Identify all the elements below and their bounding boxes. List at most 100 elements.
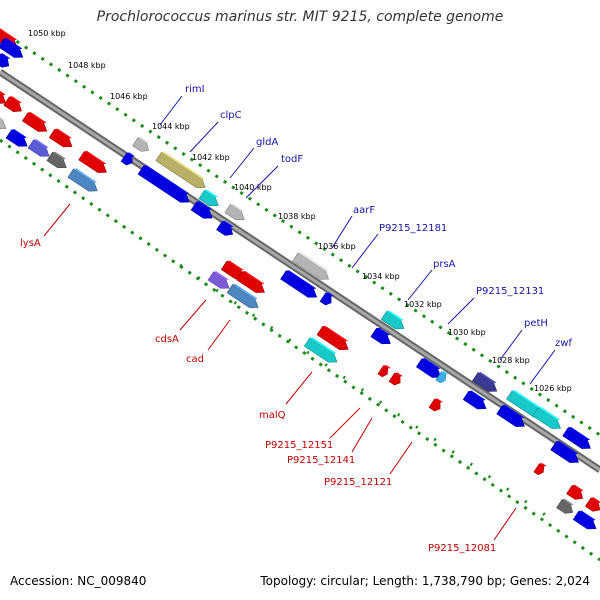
gene-block-blue[interactable] — [216, 220, 237, 239]
gene-block-cyan[interactable] — [380, 310, 408, 333]
gene-block-blue[interactable] — [462, 390, 490, 413]
gene-block-olive-top — [161, 151, 206, 180]
gene-block-red[interactable] — [78, 150, 111, 177]
gene-block-blue[interactable] — [5, 128, 31, 150]
gene-label-reverse[interactable]: malQ — [259, 410, 286, 421]
gene-block-lightblue[interactable] — [435, 370, 449, 384]
gene-block-blue[interactable] — [120, 151, 136, 167]
gene-block-cyan-top — [538, 406, 561, 421]
gene-block-gray[interactable] — [0, 110, 10, 133]
gene-block-red[interactable] — [316, 325, 352, 354]
gene-block-blue-top — [578, 510, 596, 521]
gene-label-reverse[interactable]: lysA — [20, 238, 41, 249]
gene-label-forward[interactable]: clpC — [220, 110, 242, 121]
gene-label-forward[interactable]: P9215_12131 — [476, 286, 544, 297]
gene-block-blue[interactable] — [319, 291, 335, 307]
gene-block-lightblue-body — [435, 371, 447, 384]
gene-block-blue-body — [120, 152, 133, 166]
gene-block-blue[interactable] — [562, 426, 595, 453]
gene-block-darkgray-top — [52, 151, 67, 160]
gene-block-navy-top — [477, 372, 497, 384]
leader-line — [529, 349, 556, 385]
gene-block-cyan[interactable] — [303, 336, 341, 366]
gene-block-blue-top — [325, 292, 334, 297]
gene-block-red[interactable] — [428, 397, 444, 413]
gene-block-gray[interactable] — [292, 251, 333, 283]
gene-block-navy[interactable] — [471, 371, 500, 395]
gene-block-red[interactable] — [48, 128, 76, 151]
gene-block-cyan[interactable] — [198, 189, 222, 210]
gene-block-red-top — [54, 128, 72, 139]
gene-block-blue[interactable] — [572, 510, 600, 533]
gene-block-blue[interactable] — [280, 269, 321, 301]
gene-block-gray-top — [298, 252, 329, 272]
gene-label-forward[interactable]: gldA — [256, 137, 278, 148]
gene-block-gray-body — [292, 252, 330, 280]
leader-line — [245, 165, 279, 199]
gene-label-forward[interactable]: petH — [524, 318, 548, 329]
gene-block-blue[interactable] — [190, 200, 216, 222]
gene-label-reverse[interactable]: P9215_12141 — [287, 455, 355, 466]
gene-block-blue-top — [468, 390, 486, 401]
gene-block-steel[interactable] — [226, 283, 262, 312]
gene-block-blue[interactable] — [0, 37, 27, 61]
map-title: Prochlorococcus marinus str. MIT 9215, c… — [96, 9, 504, 25]
gene-block-red[interactable] — [388, 371, 404, 387]
gene-block-blue[interactable] — [415, 357, 444, 381]
gene-block-blue[interactable] — [0, 52, 13, 70]
gene-block-steel-body — [226, 284, 259, 309]
gene-block-cyan-top — [386, 310, 404, 321]
gene-block-red[interactable] — [21, 111, 50, 135]
gene-block-blue[interactable] — [370, 327, 394, 348]
gene-block-darkgray[interactable] — [556, 498, 577, 517]
gene-block-red[interactable] — [377, 364, 391, 378]
gene-block-olive[interactable] — [155, 151, 209, 192]
gene-block-blue-body — [462, 390, 487, 410]
gene-label-forward[interactable]: rimI — [185, 84, 205, 95]
gene-block-blue[interactable] — [550, 440, 583, 467]
gene-block-violet[interactable] — [27, 138, 53, 160]
gene-block-red[interactable] — [0, 87, 9, 107]
gene-block-blue-body — [572, 510, 597, 530]
gene-block-steel[interactable] — [67, 167, 101, 195]
gene-block-blue-top — [126, 152, 135, 157]
gene-block-red-top — [27, 112, 47, 124]
gene-block-cyan[interactable] — [532, 406, 565, 433]
gene-block-red[interactable] — [3, 95, 26, 115]
gene-block-red-top — [383, 365, 391, 369]
gene-block-red-body — [48, 128, 73, 148]
gene-block-gray[interactable] — [132, 136, 153, 155]
gene-label-reverse[interactable]: P9215_12151 — [265, 440, 333, 451]
gene-block-gray-top — [138, 136, 150, 144]
gene-layer — [0, 26, 600, 533]
gene-label-forward[interactable]: prsA — [433, 259, 456, 270]
gene-block-darkgray[interactable] — [46, 151, 70, 172]
gene-block-red-top — [590, 497, 600, 503]
gene-block-red[interactable] — [566, 484, 587, 503]
tick-label: 1046 kbp — [110, 92, 148, 101]
leader-line — [229, 147, 255, 179]
gene-label-forward[interactable]: todF — [281, 154, 303, 165]
gene-block-cyan-top — [512, 390, 543, 410]
gene-label-reverse[interactable]: cad — [186, 354, 204, 365]
gene-block-red[interactable] — [533, 462, 547, 476]
gene-block-red[interactable] — [236, 270, 269, 297]
accession-text: Accession: NC_009840 — [10, 574, 147, 588]
gene-block-blue[interactable] — [137, 164, 193, 206]
gene-label-forward[interactable]: P9215_12181 — [379, 223, 447, 234]
gene-label-reverse[interactable]: cdsA — [155, 334, 179, 345]
gene-label-reverse[interactable]: P9215_12081 — [428, 543, 496, 554]
gene-label-reverse[interactable]: P9215_12121 — [324, 477, 392, 488]
gene-label-forward[interactable]: zwf — [555, 338, 572, 349]
gene-block-steel-top — [73, 168, 98, 183]
gene-block-violet[interactable] — [207, 270, 233, 292]
gene-block-gray[interactable] — [224, 203, 248, 224]
gene-block-blue-body — [137, 165, 190, 203]
gene-block-blue-top — [376, 327, 391, 336]
gene-block-blue[interactable] — [496, 404, 529, 431]
gene-label-forward[interactable]: aarF — [353, 205, 375, 216]
gene-block-red[interactable] — [584, 496, 600, 514]
leader-line — [331, 215, 353, 249]
gene-block-red-top — [9, 96, 22, 104]
